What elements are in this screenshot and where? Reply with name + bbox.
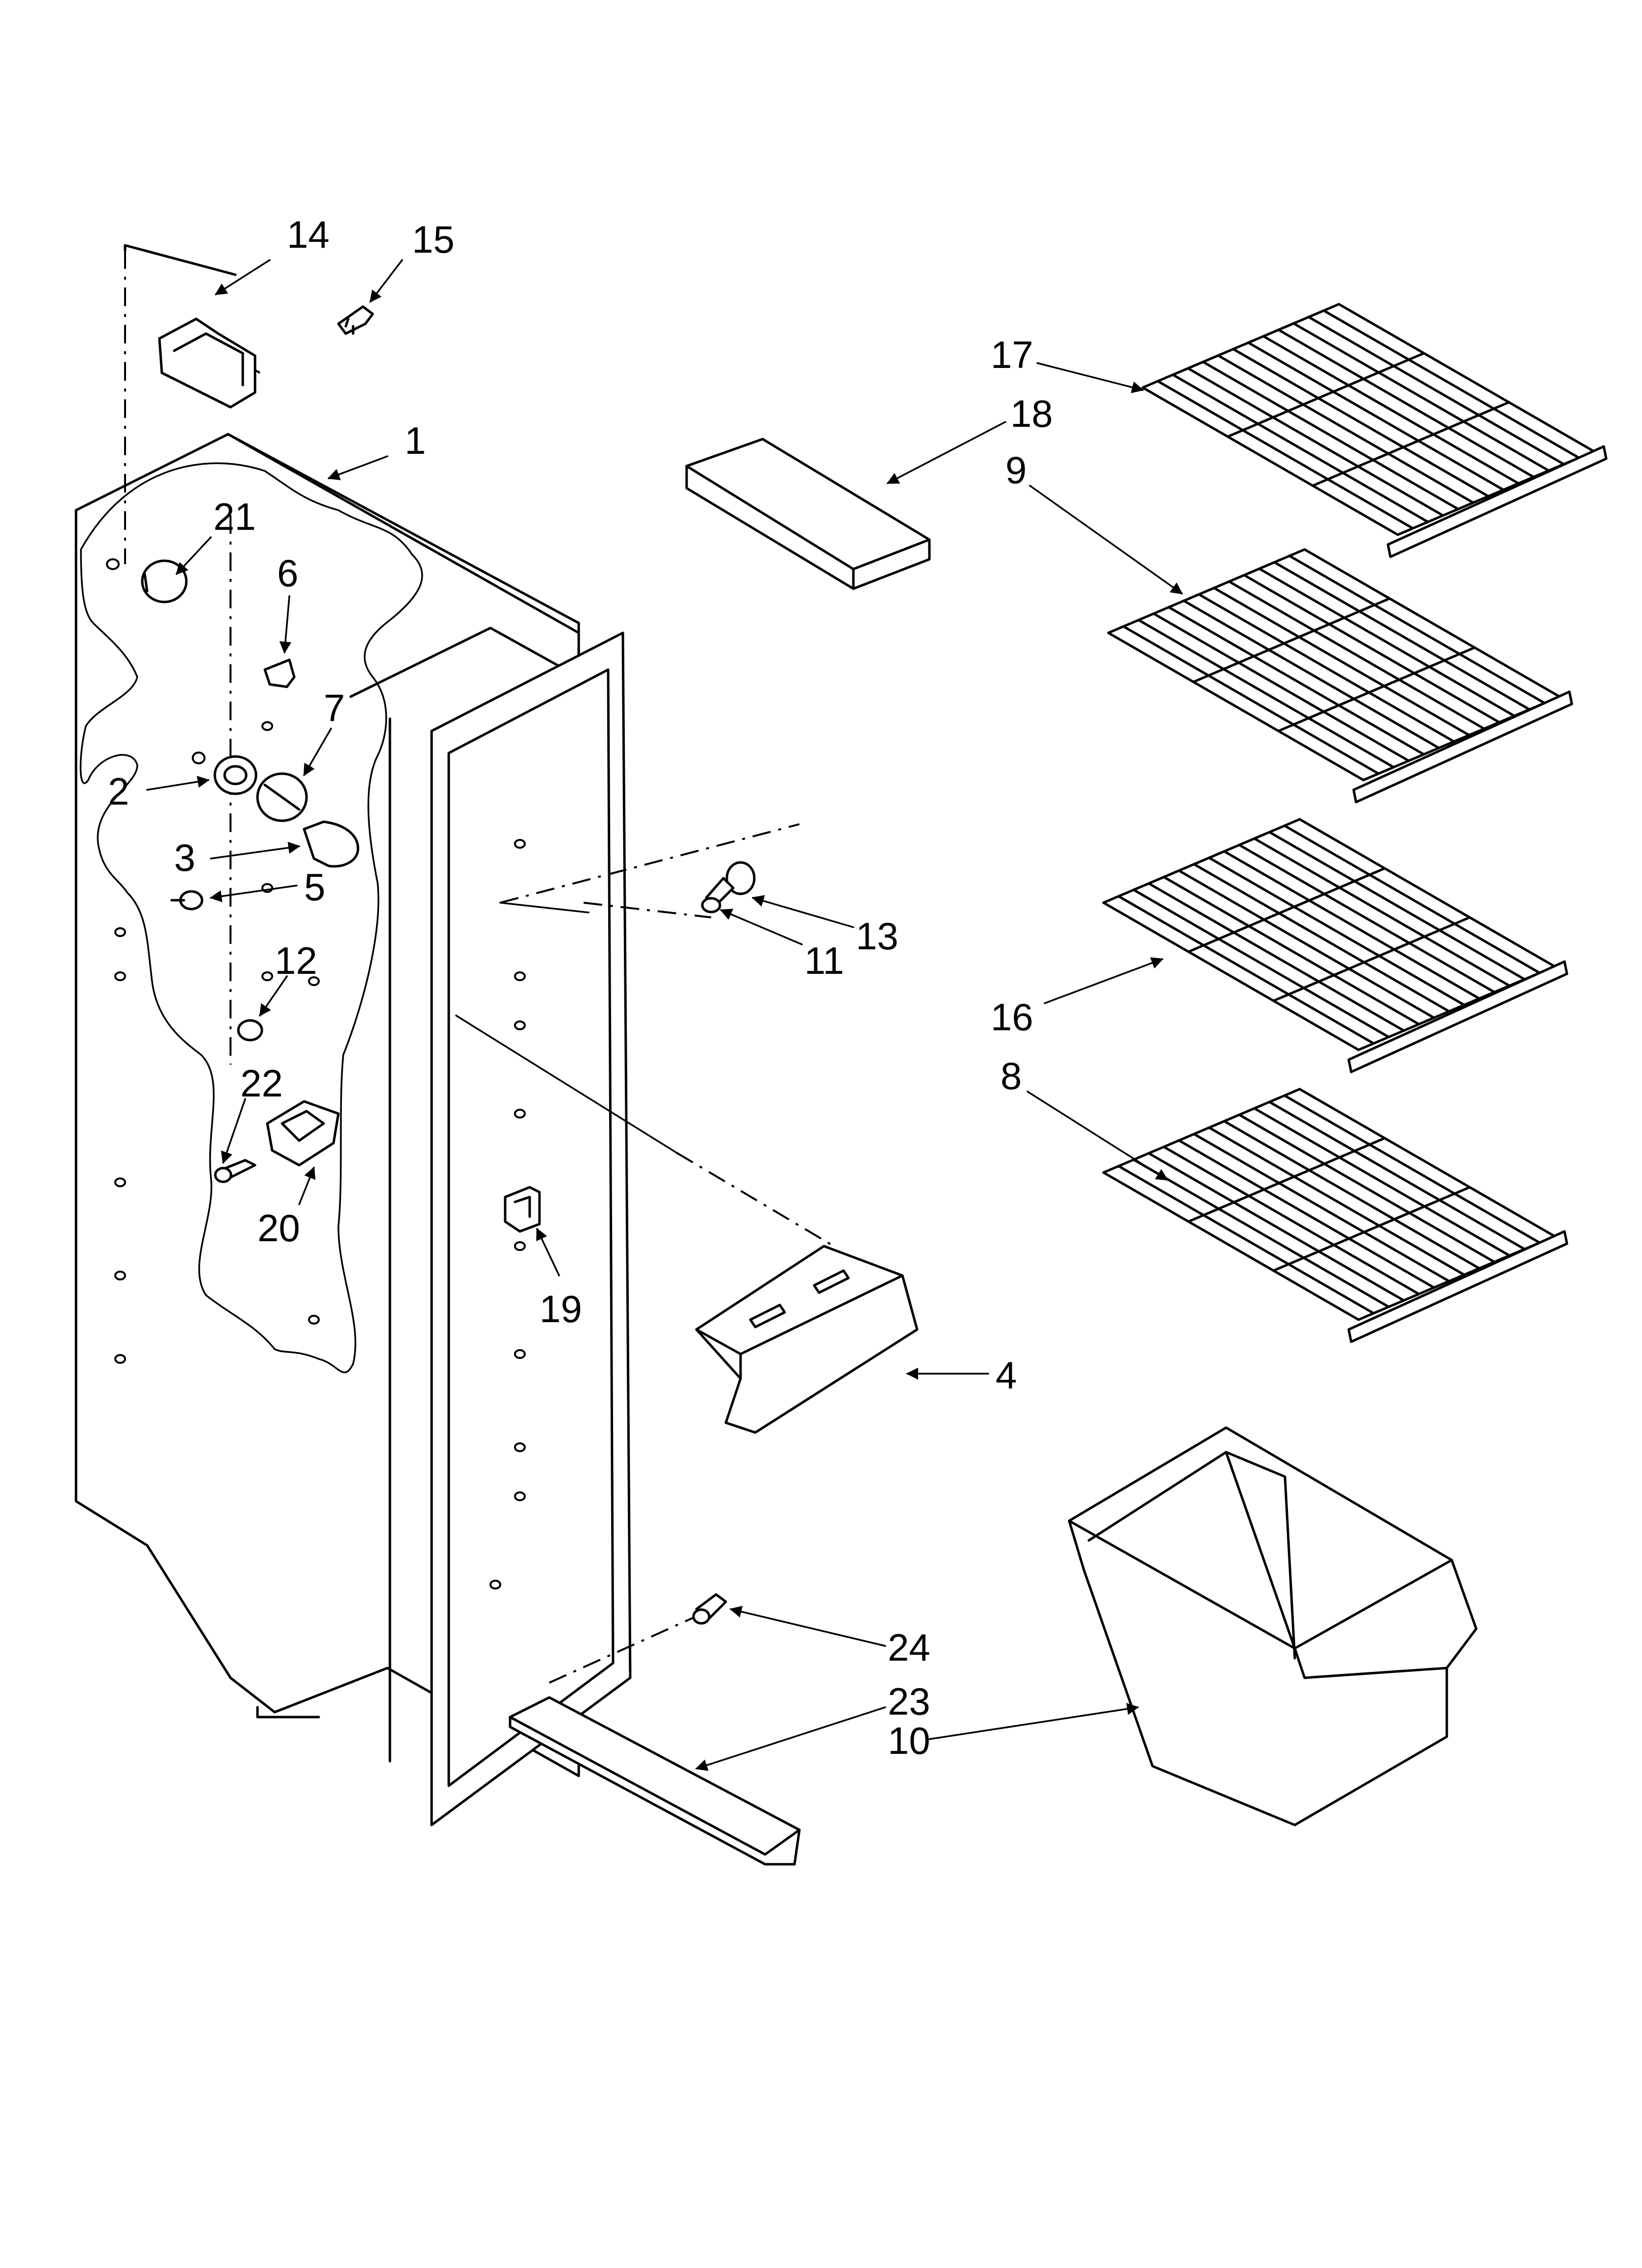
part-10-bin [1068,1426,1478,1826]
part-12-plug [237,1019,263,1042]
part-22-screw [214,1159,257,1183]
callout-7: 7 [324,686,345,730]
cabinet-liner [75,433,632,1826]
callout-10: 10 [888,1719,930,1762]
callout-11: 11 [804,939,844,982]
part-5-grommet [170,890,204,911]
callout-20: 20 [257,1206,300,1250]
callout-17: 17 [991,333,1033,376]
part-18-ice-tray [685,438,931,590]
callout-18: 18 [1010,392,1053,435]
part-2-socket [192,752,257,795]
part-14-bracket [158,317,257,409]
callout-4: 4 [996,1354,1017,1397]
callout-22: 22 [240,1062,283,1105]
callout-23: 23 [888,1680,930,1723]
callout-24: 24 [888,1626,930,1669]
callout-labels: 14 15 1 21 6 7 2 3 5 12 22 20 19 17 18 9… [108,213,1053,1762]
part-15-screw [337,305,374,335]
part-16-wire-shelf [1102,818,1568,1073]
callout-6: 6 [277,551,298,595]
part-3-bulb [303,820,359,868]
part-7-lamp-holder [256,772,308,822]
part-9-wire-shelf [1107,548,1573,804]
callout-8: 8 [1001,1054,1022,1097]
alignment-lines [124,244,835,1684]
callout-9: 9 [1005,448,1026,492]
callout-12: 12 [275,939,317,982]
callout-15: 15 [412,218,455,261]
part-24-screw [692,1593,727,1625]
part-19-switch [504,1186,541,1233]
callout-19: 19 [539,1287,582,1330]
callout-1: 1 [405,419,426,462]
callout-14: 14 [287,213,330,256]
part-23-rail [509,1696,801,1866]
callout-21: 21 [213,495,256,538]
part-20-sensor-housing [266,1100,340,1167]
callout-13: 13 [856,914,898,958]
liner-holes [114,721,526,1590]
part-6-clip [263,658,296,688]
callout-16: 16 [991,995,1033,1039]
callout-2: 2 [108,770,129,813]
part-11-screw [701,877,735,913]
part-8-wire-shelf [1102,1088,1568,1343]
part-21-button [106,558,188,603]
part-13-spacer [725,861,756,895]
part-17-wire-shelf [1141,303,1608,558]
part-4-deflector [695,1245,919,1434]
leader-arrows [146,259,1183,1771]
callout-5: 5 [304,865,325,909]
callout-3: 3 [174,836,195,879]
